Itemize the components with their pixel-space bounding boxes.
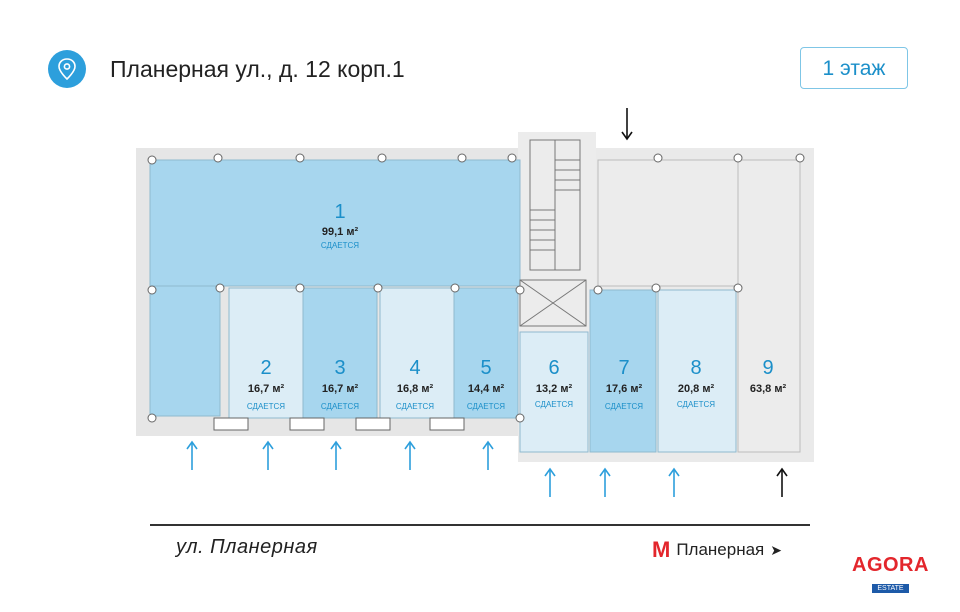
unit-3-area[interactable] — [302, 287, 378, 419]
unit-4-status: СДАЕТСЯ — [396, 402, 434, 411]
unit-4-area-label: 16,8 м² — [397, 383, 434, 395]
unit-2-number: 2 — [260, 357, 271, 379]
unit-1-area[interactable] — [149, 159, 521, 287]
agora-logo: AGORA ESTATE — [852, 554, 929, 595]
unit-2-area[interactable] — [228, 287, 304, 419]
unit-7-status: СДАЕТСЯ — [605, 402, 643, 411]
unit-9-area[interactable] — [737, 159, 801, 453]
unit-1-area-label: 99,1 м² — [322, 226, 359, 238]
window-markers — [147, 153, 805, 423]
entrance-doors — [213, 417, 465, 431]
unit-7-area-label: 17,6 м² — [606, 383, 643, 395]
unit-labels: 1 99,1 м² СДАЕТСЯ 2 16,7 м² СДАЕТСЯ 3 16… — [247, 201, 787, 411]
unit-3-area-label: 16,7 м² — [322, 383, 359, 395]
location-pin-icon — [58, 58, 76, 80]
unit-8-number: 8 — [690, 357, 701, 379]
unit-7-area[interactable] — [589, 289, 657, 453]
metro-station: М Планерная ➤ — [652, 537, 782, 563]
street-name: ул. Планерная — [176, 536, 318, 558]
logo-subtext: ESTATE — [872, 584, 909, 593]
logo-text: AGORA — [852, 554, 929, 576]
unit-8-status: СДАЕТСЯ — [677, 400, 715, 409]
unit-5-area[interactable] — [453, 287, 519, 419]
unit-5-status: СДАЕТСЯ — [467, 402, 505, 411]
unit-5-area-label: 14,4 м² — [468, 383, 505, 395]
unit-3-status: СДАЕТСЯ — [321, 402, 359, 411]
staircase — [519, 139, 587, 327]
unit-1-area-lower[interactable] — [149, 285, 221, 417]
unit-6-number: 6 — [548, 357, 559, 379]
unit-3-number: 3 — [334, 357, 345, 379]
unit-6-area-label: 13,2 м² — [536, 383, 573, 395]
unit-8-area[interactable] — [657, 289, 737, 453]
metro-station-name: Планерная — [676, 540, 765, 559]
unit-8-area-label: 20,8 м² — [678, 383, 715, 395]
unit-6-area[interactable] — [519, 331, 589, 453]
unit-5-number: 5 — [480, 357, 491, 379]
direction-arrow-icon: ➤ — [770, 541, 783, 558]
unit-1-number: 1 — [334, 201, 345, 223]
unit-2-status: СДАЕТСЯ — [247, 402, 285, 411]
common-area-right — [597, 159, 739, 287]
unit-4-number: 4 — [409, 357, 420, 379]
metro-icon: М — [652, 537, 671, 562]
address-title: Планерная ул., д. 12 корп.1 — [110, 56, 405, 82]
street-line — [150, 524, 810, 526]
entrance-arrows — [186, 108, 788, 497]
unit-7-number: 7 — [618, 357, 629, 379]
unit-2-area-label: 16,7 м² — [248, 383, 285, 395]
unit-9-area-label: 63,8 м² — [750, 383, 787, 395]
floor-selector-button[interactable]: 1 этаж — [800, 47, 908, 89]
unit-9-number: 9 — [762, 357, 773, 379]
unit-6-status: СДАЕТСЯ — [535, 400, 573, 409]
location-pin-badge — [48, 50, 86, 88]
unit-4-area[interactable] — [379, 287, 455, 419]
unit-1-status: СДАЕТСЯ — [321, 241, 359, 250]
